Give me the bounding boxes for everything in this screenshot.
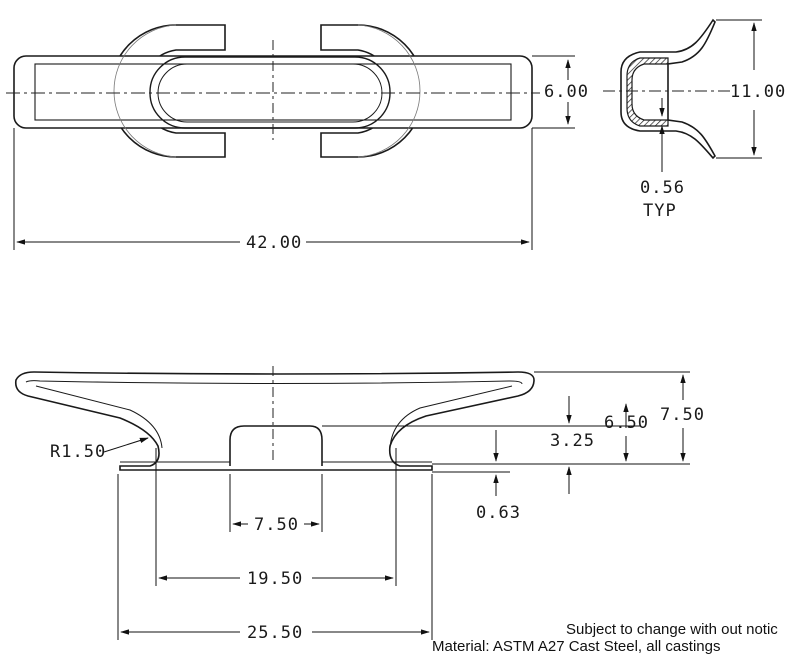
center-pedestal [229, 425, 323, 466]
label-fillet-radius: R1.50 [50, 442, 106, 462]
dim-overall-length [13, 128, 533, 250]
label-center-width: 7.50 [254, 515, 299, 535]
side-outline [14, 371, 535, 471]
end-section-hatch [626, 57, 669, 127]
disclaimer-note: Subject to change with out notic [566, 621, 778, 638]
label-overall-length: 42.00 [246, 233, 302, 253]
side-view [14, 371, 535, 471]
label-overall-height: 7.50 [660, 405, 705, 425]
dim-height-extensions [322, 371, 690, 473]
material-note: Material: ASTM A27 Cast Steel, all casti… [432, 638, 721, 655]
label-end-height: 11.00 [730, 82, 786, 102]
fillet-leader [103, 437, 149, 453]
label-inner-span: 19.50 [247, 569, 303, 589]
label-center-height: 3.25 [550, 431, 595, 451]
label-outer-span: 25.50 [247, 623, 303, 643]
end-view [620, 18, 716, 160]
dim-end-height [716, 19, 762, 159]
label-body-height: 6.50 [604, 413, 649, 433]
label-top-width: 6.00 [544, 82, 589, 102]
label-wall-thickness: 0.56 [640, 178, 685, 198]
dim-top-width [532, 55, 575, 129]
dim-bottom-extensions [117, 448, 433, 640]
end-section-outline [620, 18, 716, 160]
label-wall-thickness-typ: TYP [643, 201, 677, 221]
label-base-thickness: 0.63 [476, 503, 521, 523]
side-inner-line [25, 380, 523, 385]
